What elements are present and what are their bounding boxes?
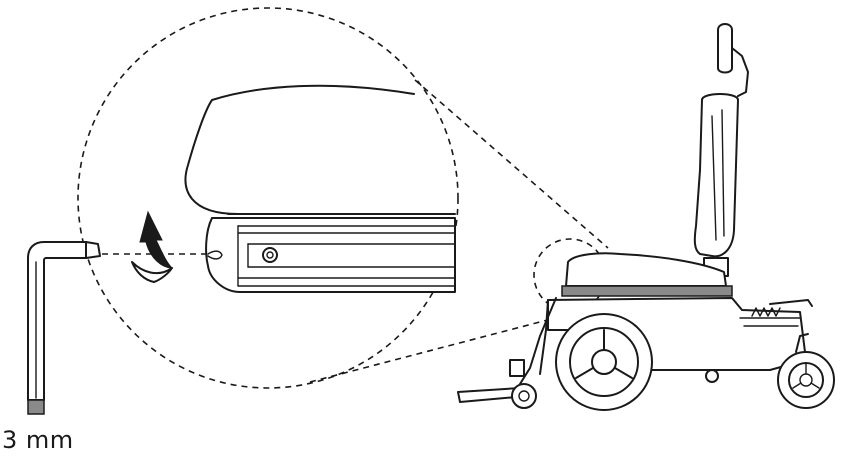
- power-wheelchair-icon: [457, 23, 835, 411]
- hex-key-icon: [27, 241, 101, 415]
- detail-circle: [77, 7, 459, 389]
- rotate-arrow-icon: [131, 210, 174, 283]
- hex-key-size-label: 3 mm: [2, 426, 74, 454]
- screw-icon: [262, 247, 278, 263]
- magnified-seat: [184, 84, 456, 293]
